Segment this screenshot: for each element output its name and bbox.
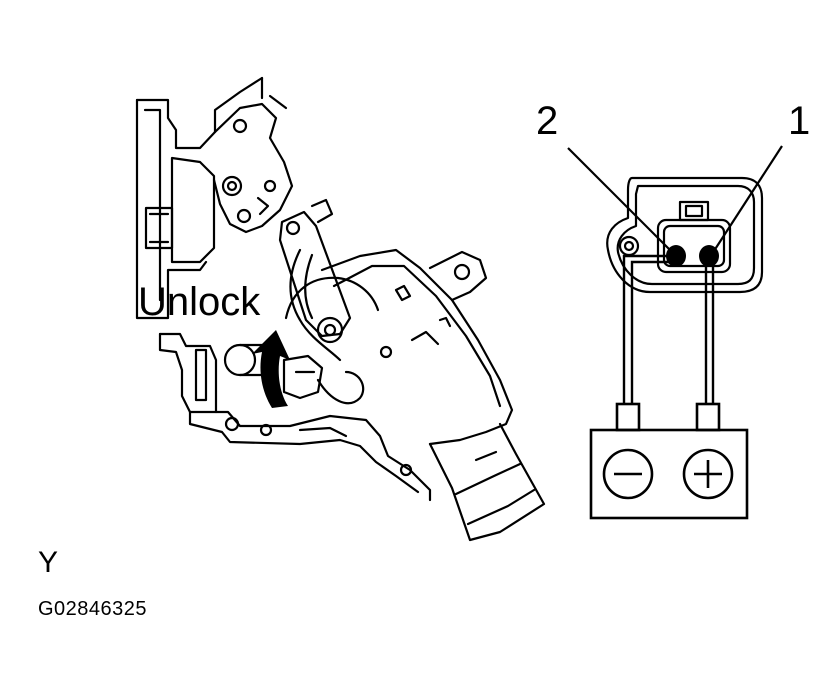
connector-icon [606,176,764,294]
battery-leads [622,254,715,404]
terminal-label-1: 1 [788,99,810,143]
terminal-leader-lines [567,145,783,255]
terminal-label-2: 2 [536,99,558,143]
unlock-label: Unlock [138,280,261,324]
rotation-arrow-icon [252,330,290,408]
negative-terminal-symbol [602,448,654,500]
figure-id: G02846325 [38,598,148,620]
positive-terminal-symbol [682,448,734,500]
door-lock-actuator-icon [135,76,546,542]
view-letter: Y [38,546,59,579]
battery-icon [589,402,749,520]
